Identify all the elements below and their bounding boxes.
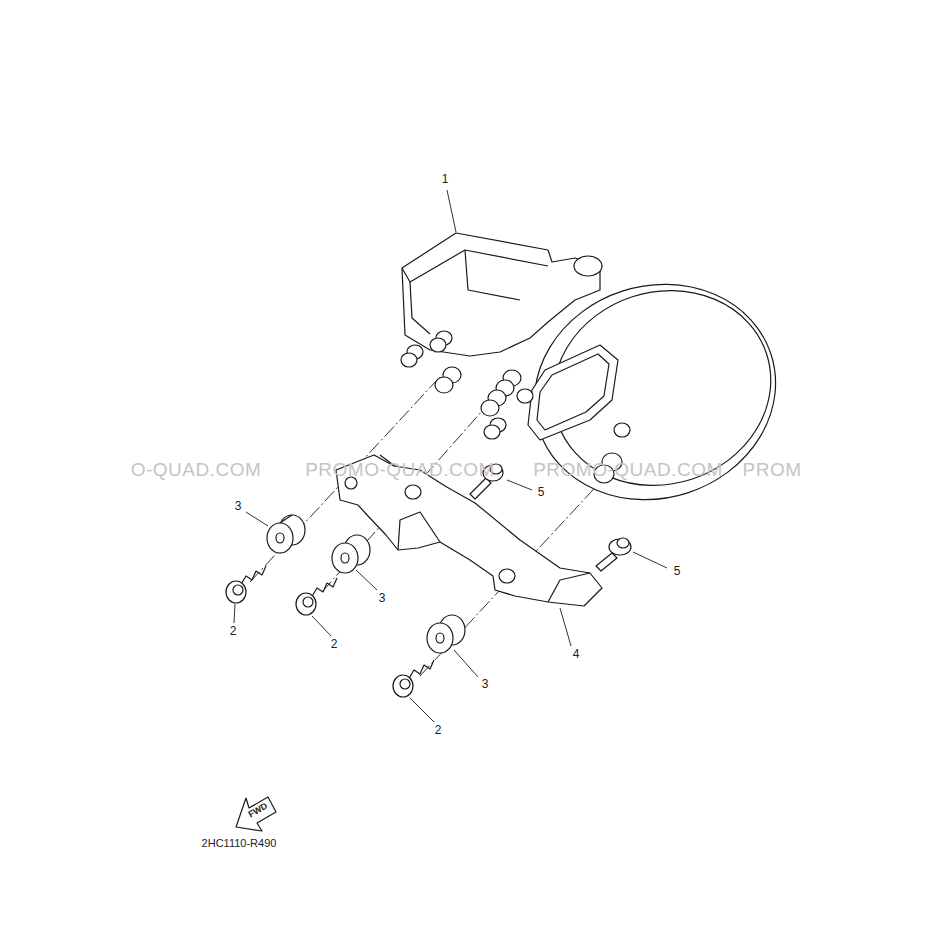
watermark: O-QUAD.COM (131, 460, 262, 481)
callout-number: 4 (573, 648, 580, 661)
mounting-boss (401, 353, 417, 367)
leader-line (410, 698, 434, 722)
meter-bracket (405, 485, 421, 499)
flange-bolt (596, 553, 617, 571)
watermark: PROMO-QUAD.COM (533, 460, 723, 481)
leader-line (246, 512, 268, 526)
grommet (276, 533, 284, 543)
meter-housing (537, 354, 609, 430)
meter-bracket (548, 573, 590, 602)
leader-line (447, 190, 456, 232)
tapping-screw (226, 566, 434, 697)
forward-arrow (236, 797, 276, 831)
callout-number: 3 (235, 500, 242, 513)
callout-number: 5 (674, 565, 681, 578)
flange-bolt (609, 539, 631, 555)
leader-line (454, 650, 478, 677)
tapping-screw (400, 679, 410, 689)
watermark: PROMO-QUAD.COM (305, 460, 495, 481)
mounting-boss (435, 377, 453, 393)
callout-number: 2 (230, 625, 237, 638)
callout-number: 3 (379, 592, 386, 605)
grommet (427, 623, 453, 653)
flange-bolt (470, 478, 491, 499)
watermark: PROM (743, 460, 802, 481)
diagram-code: 2HC1110-R490 (202, 837, 277, 849)
mounting-boss (484, 425, 500, 439)
direction-label: FWD (247, 802, 270, 821)
meter-bracket (398, 512, 440, 550)
grommet (267, 523, 293, 553)
callout-number: 2 (331, 638, 338, 651)
tapping-screw (233, 585, 243, 595)
meter-housing (402, 250, 548, 282)
mounting-boss (517, 389, 533, 403)
flange-bolt (470, 464, 631, 571)
tapping-screw (311, 578, 337, 598)
meter-housing (574, 256, 602, 276)
callout-number: 5 (538, 486, 545, 499)
forward-arrow (236, 797, 276, 831)
leader-line (312, 616, 331, 636)
grommet (267, 515, 465, 653)
mounting-boss (430, 338, 446, 352)
tapping-screw (393, 675, 413, 697)
grommet (436, 633, 444, 643)
tapping-screw (226, 581, 246, 603)
meter-housing (402, 233, 600, 356)
meter-bracket (499, 569, 515, 583)
meter-housing (410, 282, 430, 334)
leader-line (633, 552, 667, 568)
leader-line (507, 480, 532, 490)
callout-number: 2 (435, 724, 442, 737)
mounting-boss (481, 400, 499, 416)
flange-bolt (617, 538, 629, 548)
leader-line (356, 570, 377, 590)
callout-number: 1 (442, 173, 449, 186)
meter-housing (465, 250, 520, 300)
mounting-boss (614, 423, 630, 437)
tapping-screw (296, 593, 316, 615)
tapping-screw (408, 660, 434, 680)
tapping-screw (240, 566, 266, 586)
grommet (332, 543, 358, 573)
grommet (341, 553, 349, 563)
leader-line (560, 608, 571, 646)
leader-line (234, 604, 235, 623)
callout-number: 3 (482, 678, 489, 691)
meter-housing (528, 345, 618, 440)
leader-line (234, 190, 667, 722)
tapping-screw (303, 597, 313, 607)
